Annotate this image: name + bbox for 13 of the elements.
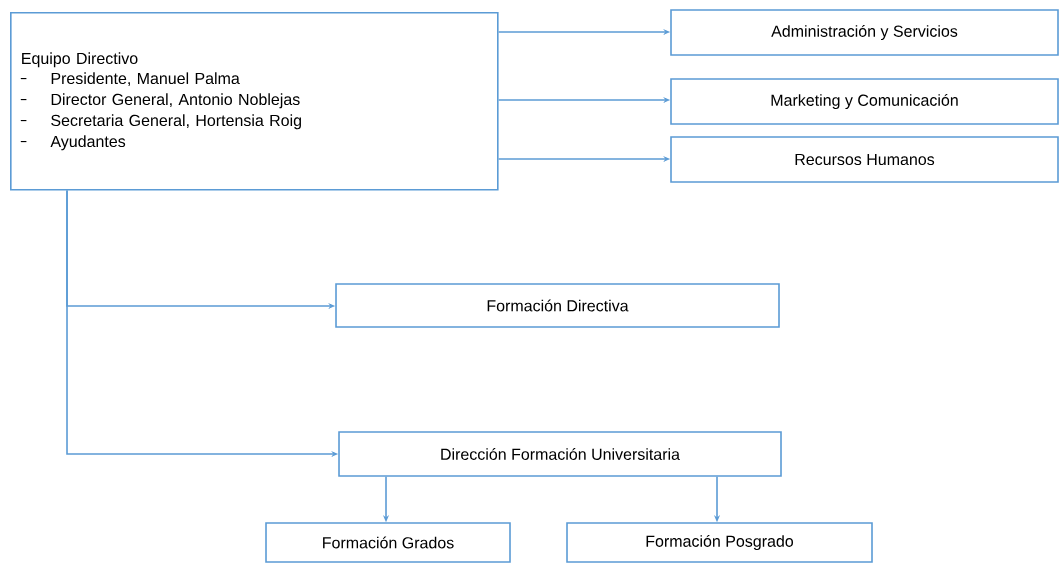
list-item: Presidente, Manuel Palma xyxy=(20,72,240,86)
unit-box: Formación Posgrado xyxy=(566,522,873,563)
unit-box: Formación Directiva xyxy=(335,283,780,328)
unit-box: Administración y Servicios xyxy=(670,9,1059,56)
heading: Equipo Directivo xyxy=(22,52,138,68)
member-box xyxy=(10,12,499,191)
list-item: Secretaria General, Hortensia Roig xyxy=(20,114,301,130)
unit-box: Recursos Humanos xyxy=(670,136,1059,183)
unit-box: Marketing y Comunicación xyxy=(670,78,1059,125)
unit-box: Formación Grados xyxy=(265,522,511,563)
list-item: Director General, Antonio Noblejas xyxy=(20,93,300,109)
list-item: Ayudantes xyxy=(20,135,126,151)
unit-box: Dirección Formación Universitaria xyxy=(338,431,782,477)
